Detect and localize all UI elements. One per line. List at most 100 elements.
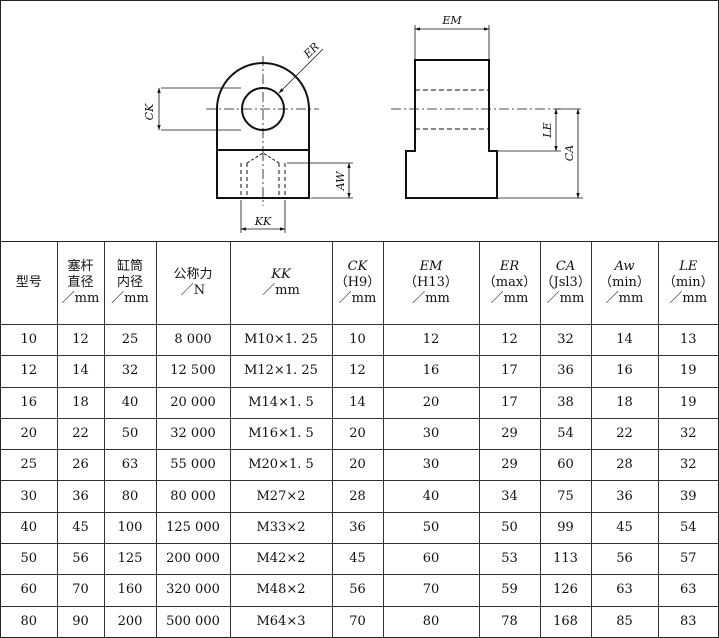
table-cell: 12 500 — [155, 355, 231, 388]
table-cell: 500 000 — [155, 605, 231, 637]
table-cell: 12 — [382, 323, 480, 357]
table-cell: 45 — [590, 511, 659, 545]
table-cell: 20 000 — [155, 386, 231, 419]
table-cell: 16 — [1, 386, 58, 419]
header-cell: 型号 — [1, 242, 58, 325]
header-cell: ER（max）／mm — [478, 242, 541, 325]
table-cell: M14×1. 5 — [229, 386, 333, 419]
header-line: KK — [271, 266, 291, 282]
table-cell: 20 — [382, 386, 480, 419]
table-cell: 54 — [539, 417, 592, 451]
table-cell: 60 — [539, 449, 592, 482]
table-cell: 12 — [478, 323, 541, 357]
table-cell: 22 — [56, 417, 105, 451]
header-line: （min） — [599, 274, 650, 290]
header-line: ／mm — [338, 291, 377, 307]
table-cell: 36 — [56, 480, 105, 513]
label-le: LE — [541, 122, 554, 138]
table-cell: 16 — [590, 355, 659, 388]
table-cell: M20×1. 5 — [229, 449, 333, 482]
table-cell: 200 — [103, 605, 157, 637]
header-line: ／mm — [546, 291, 585, 307]
header-line: LE — [679, 258, 698, 274]
label-ck: CK — [143, 103, 156, 120]
table-cell: 70 — [56, 574, 105, 607]
header-line: ／mm — [262, 283, 300, 298]
table-cell: 50 — [1, 543, 58, 576]
header-cell: EM（H13）／mm — [382, 242, 480, 325]
table-cell: 36 — [539, 355, 592, 388]
label-er: ER — [300, 40, 321, 61]
table-cell: 125 000 — [155, 511, 231, 545]
table-cell: 53 — [478, 543, 541, 576]
header-line: ／mm — [111, 291, 149, 307]
header-line: ／mm — [490, 291, 529, 307]
table-cell: 25 — [1, 449, 58, 482]
header-line: （H13） — [404, 274, 458, 290]
table-cell: 40 — [382, 480, 480, 513]
table-cell: 18 — [590, 386, 659, 419]
table-cell: 50 — [478, 511, 541, 545]
header-cell: KK／mm — [229, 242, 333, 325]
table-cell: 126 — [539, 574, 592, 607]
table-cell: 60 — [382, 543, 480, 576]
table-cell: 13 — [657, 323, 718, 357]
header-line: CK — [347, 258, 368, 274]
table-cell: 80 — [103, 480, 157, 513]
table-cell: 63 — [103, 449, 157, 482]
table-cell: 26 — [56, 449, 105, 482]
table-cell: 63 — [590, 574, 659, 607]
header-cell: 公称力／N — [155, 242, 231, 325]
table-cell: M48×2 — [229, 574, 333, 607]
label-kk: KK — [254, 215, 272, 228]
label-aw: AW — [334, 170, 347, 191]
table-cell: M33×2 — [229, 511, 333, 545]
table-cell: 70 — [331, 605, 384, 637]
header-line: （min） — [662, 274, 714, 290]
header-line: EM — [419, 258, 443, 274]
table-cell: M10×1. 25 — [229, 323, 333, 357]
table-cell: 57 — [657, 543, 718, 576]
table-cell: 40 — [103, 386, 157, 419]
table-cell: 56 — [56, 543, 105, 576]
table-cell: 50 — [382, 511, 480, 545]
table-cell: 54 — [657, 511, 718, 545]
table-cell: 14 — [56, 355, 105, 388]
table-cell: 8 000 — [155, 323, 231, 357]
header-line: ／mm — [669, 291, 708, 307]
technical-drawing: CK ER AW KK EM LE CA — [1, 1, 718, 242]
header-line: （Jsl3） — [540, 274, 591, 290]
header-cell: Aw（min）／mm — [590, 242, 659, 325]
table-cell: 83 — [657, 605, 718, 637]
header-line: 公称力 — [173, 266, 213, 282]
table-cell: 38 — [539, 386, 592, 419]
table-cell: 12 — [1, 355, 58, 388]
table-cell: 28 — [331, 480, 384, 513]
header-cell: 缸筒内径／mm — [103, 242, 157, 325]
table-cell: 160 — [103, 574, 157, 607]
table-cell: M64×3 — [229, 605, 333, 637]
table-cell: 18 — [56, 386, 105, 419]
rod-eye-drawing: CK ER AW KK EM LE CA — [143, 14, 583, 233]
header-line: ／N — [180, 283, 206, 298]
table-cell: 168 — [539, 605, 592, 637]
table-cell: 29 — [478, 449, 541, 482]
header-cell: CA（Jsl3）／mm — [539, 242, 592, 325]
header-line: 塞杆 — [67, 258, 94, 274]
table-cell: M27×2 — [229, 480, 333, 513]
table-cell: 25 — [103, 323, 157, 357]
table-cell: 20 — [331, 417, 384, 451]
table-cell: 32 — [657, 417, 718, 451]
table-cell: 30 — [382, 449, 480, 482]
table-cell: 80 000 — [155, 480, 231, 513]
